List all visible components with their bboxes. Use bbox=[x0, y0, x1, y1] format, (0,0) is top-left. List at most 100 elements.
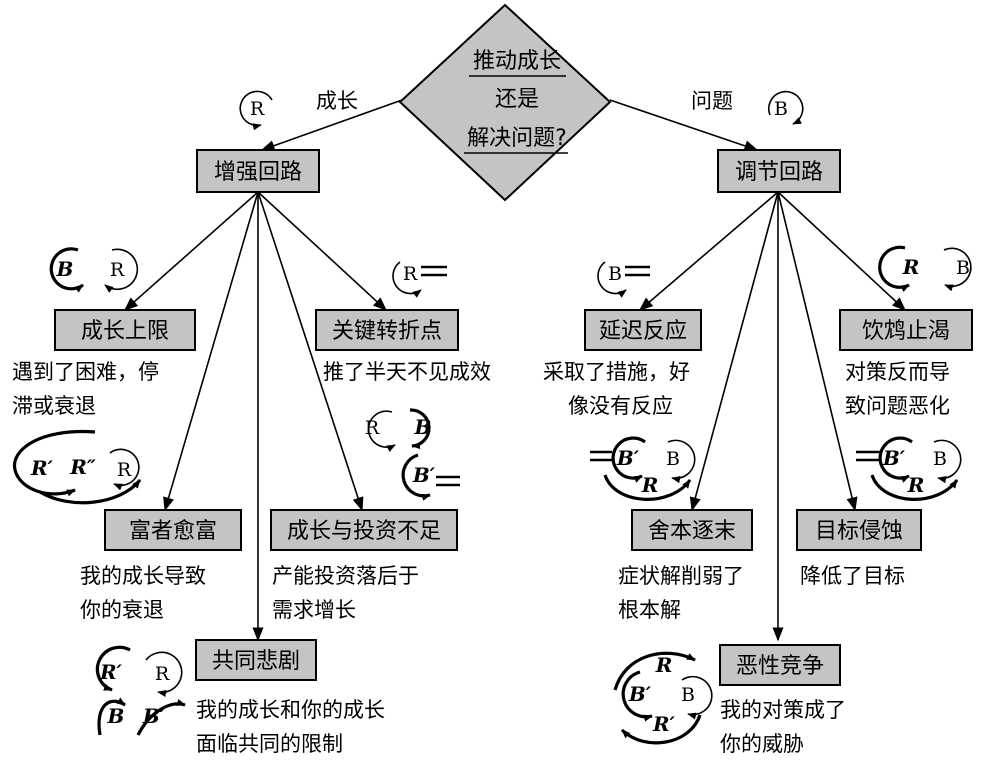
archetype-growth-underinvestment: R B B′ 成长与投资不足 产能投资落后于 需求增长 bbox=[270, 408, 460, 622]
loop-label: R bbox=[655, 653, 673, 677]
loop-label: R bbox=[117, 459, 132, 481]
loop-label: R′ bbox=[99, 660, 123, 684]
loop-label: B′ bbox=[628, 682, 652, 706]
edge-b-to-shift bbox=[689, 191, 779, 512]
title-success: 富者愈富 bbox=[129, 519, 217, 544]
balancing-title: 调节回路 bbox=[735, 160, 823, 185]
loop-label: B′ bbox=[882, 446, 906, 470]
title-escalation: 恶性竞争 bbox=[736, 654, 824, 679]
reinforcing-title: 增强回路 bbox=[214, 160, 302, 185]
balancing-node: 调节回路 bbox=[717, 149, 841, 193]
desc-fixes-2: 致问题恶化 bbox=[845, 394, 950, 418]
center-question: 推动成长 还是 解决问题? bbox=[398, 3, 612, 202]
title-commons: 共同悲剧 bbox=[212, 649, 300, 674]
edge-center-to-balancing bbox=[609, 99, 759, 152]
desc-delay-2: 像没有反应 bbox=[568, 394, 673, 418]
loop-label: R′ bbox=[30, 456, 54, 480]
loop-label: B bbox=[681, 684, 695, 706]
loop-label: B bbox=[933, 448, 947, 470]
loop-icon-limits: B R bbox=[49, 247, 139, 293]
loop-label: R bbox=[110, 259, 125, 281]
desc-underinvest-2: 需求增长 bbox=[272, 598, 356, 622]
loop-label: B bbox=[956, 257, 970, 279]
archetype-limits-to-growth: B R 成长上限 遇到了困难，停 滞或衰退 bbox=[12, 247, 196, 418]
edge-r-to-underinvest bbox=[257, 191, 364, 512]
edge-r-to-limits bbox=[123, 191, 259, 311]
desc-limits-1: 遇到了困难，停 bbox=[12, 360, 159, 384]
desc-success-2: 你的衰退 bbox=[80, 598, 164, 622]
loop-icon-shift: B′ B R bbox=[590, 436, 696, 501]
loop-label: B bbox=[666, 448, 680, 470]
desc-delay-1: 采取了措施，好 bbox=[543, 360, 690, 384]
loop-label: R′ bbox=[652, 712, 676, 736]
loop-icon-success: R′ R″ R bbox=[12, 429, 142, 505]
desc-commons-1: 我的成长和你的成长 bbox=[196, 698, 385, 722]
loop-label: R bbox=[365, 417, 380, 439]
loop-label: B′ bbox=[142, 704, 166, 728]
loop-label: R bbox=[155, 663, 170, 685]
archetype-shifting-the-burden: B′ B R 舍本逐末 症状解削弱了 根本解 bbox=[590, 436, 753, 622]
archetype-eroding-goals: B′ B R 目标侵蚀 降低了目标 bbox=[796, 436, 962, 588]
edge-label-growth: 成长 bbox=[316, 89, 358, 113]
title-fixes: 饮鸩止渴 bbox=[862, 319, 950, 344]
loop-label: R bbox=[641, 473, 659, 497]
loop-icon-delay: B bbox=[597, 261, 650, 298]
desc-success-1: 我的成长导致 bbox=[80, 564, 206, 588]
desc-escalation-1: 我的对策成了 bbox=[720, 698, 846, 722]
balancing-symbol: B bbox=[774, 98, 788, 120]
archetype-tragedy-of-commons: R′ R B B′ 共同悲剧 我的成长和你的成长 面临共同的限制 bbox=[95, 639, 385, 756]
desc-underinvest-1: 产能投资落后于 bbox=[272, 564, 419, 588]
desc-escalation-2: 你的威胁 bbox=[720, 732, 804, 756]
loop-label: B bbox=[107, 704, 125, 728]
edge-r-to-success bbox=[163, 191, 259, 512]
center-line-3: 解决问题? bbox=[467, 126, 567, 151]
edge-b-to-delay bbox=[638, 191, 779, 311]
archetype-balancing-delay: B 延迟反应 采取了措施，好 像没有反应 bbox=[543, 261, 702, 418]
edge-label-problem: 问题 bbox=[691, 89, 733, 113]
loop-label: R″ bbox=[69, 455, 96, 479]
desc-fixes-1: 对策反而导 bbox=[845, 360, 950, 384]
desc-erode-1: 降低了目标 bbox=[800, 564, 905, 588]
edge-b-to-erode bbox=[777, 191, 858, 512]
archetype-tipping-point: R 关键转折点 推了半天不见成效 bbox=[315, 261, 491, 384]
title-erode: 目标侵蚀 bbox=[815, 519, 903, 544]
loop-icon-fixes: R B bbox=[878, 245, 972, 292]
center-diamond bbox=[398, 3, 612, 202]
loop-label: R bbox=[902, 255, 920, 279]
loop-icon-tipping: R bbox=[392, 261, 447, 298]
archetype-fixes-that-fail: R B 饮鸩止渴 对策反而导 致问题恶化 bbox=[839, 245, 973, 418]
desc-shift-2: 根本解 bbox=[618, 598, 681, 622]
edge-r-to-tipping bbox=[257, 191, 388, 311]
desc-shift-1: 症状解削弱了 bbox=[618, 564, 744, 588]
loop-label: B bbox=[56, 257, 74, 281]
title-tipping: 关键转折点 bbox=[332, 319, 442, 344]
center-line-2: 还是 bbox=[495, 87, 539, 112]
title-delay: 延迟反应 bbox=[599, 319, 687, 344]
loop-icon-commons: R′ R B B′ bbox=[95, 645, 186, 736]
archetype-escalation: R B′ B R′ 恶性竞争 我的对策成了 你的威胁 bbox=[613, 644, 846, 756]
title-limits: 成长上限 bbox=[81, 319, 169, 344]
loop-icon-escalation: R B′ B R′ bbox=[613, 651, 713, 745]
center-line-1: 推动成长 bbox=[473, 49, 561, 74]
archetype-success-to-successful: R′ R″ R 富者愈富 我的成长导致 你的衰退 bbox=[12, 429, 242, 622]
reinforcing-loop-icon: R bbox=[239, 90, 273, 131]
desc-tipping-1: 推了半天不见成效 bbox=[323, 360, 491, 384]
loop-label: B′ bbox=[412, 463, 436, 487]
loop-icon-underinvest: R B B′ bbox=[365, 408, 460, 501]
desc-limits-2: 滞或衰退 bbox=[12, 394, 96, 418]
loop-label: R bbox=[907, 473, 925, 497]
reinforcing-node: 增强回路 bbox=[196, 149, 320, 193]
title-shift: 舍本逐末 bbox=[648, 519, 736, 544]
desc-commons-2: 面临共同的限制 bbox=[196, 732, 343, 756]
loop-label: R bbox=[403, 263, 418, 285]
edges bbox=[123, 99, 907, 642]
loop-icon-erode: B′ B R bbox=[856, 436, 962, 501]
edge-b-to-fixes bbox=[777, 191, 907, 311]
loop-label: B bbox=[414, 415, 432, 439]
balancing-loop-icon: B bbox=[767, 90, 804, 125]
reinforcing-symbol: R bbox=[250, 98, 265, 120]
loop-label: B′ bbox=[616, 446, 640, 470]
edge-center-to-reinforcing bbox=[260, 99, 403, 152]
loop-label: B bbox=[608, 263, 622, 285]
